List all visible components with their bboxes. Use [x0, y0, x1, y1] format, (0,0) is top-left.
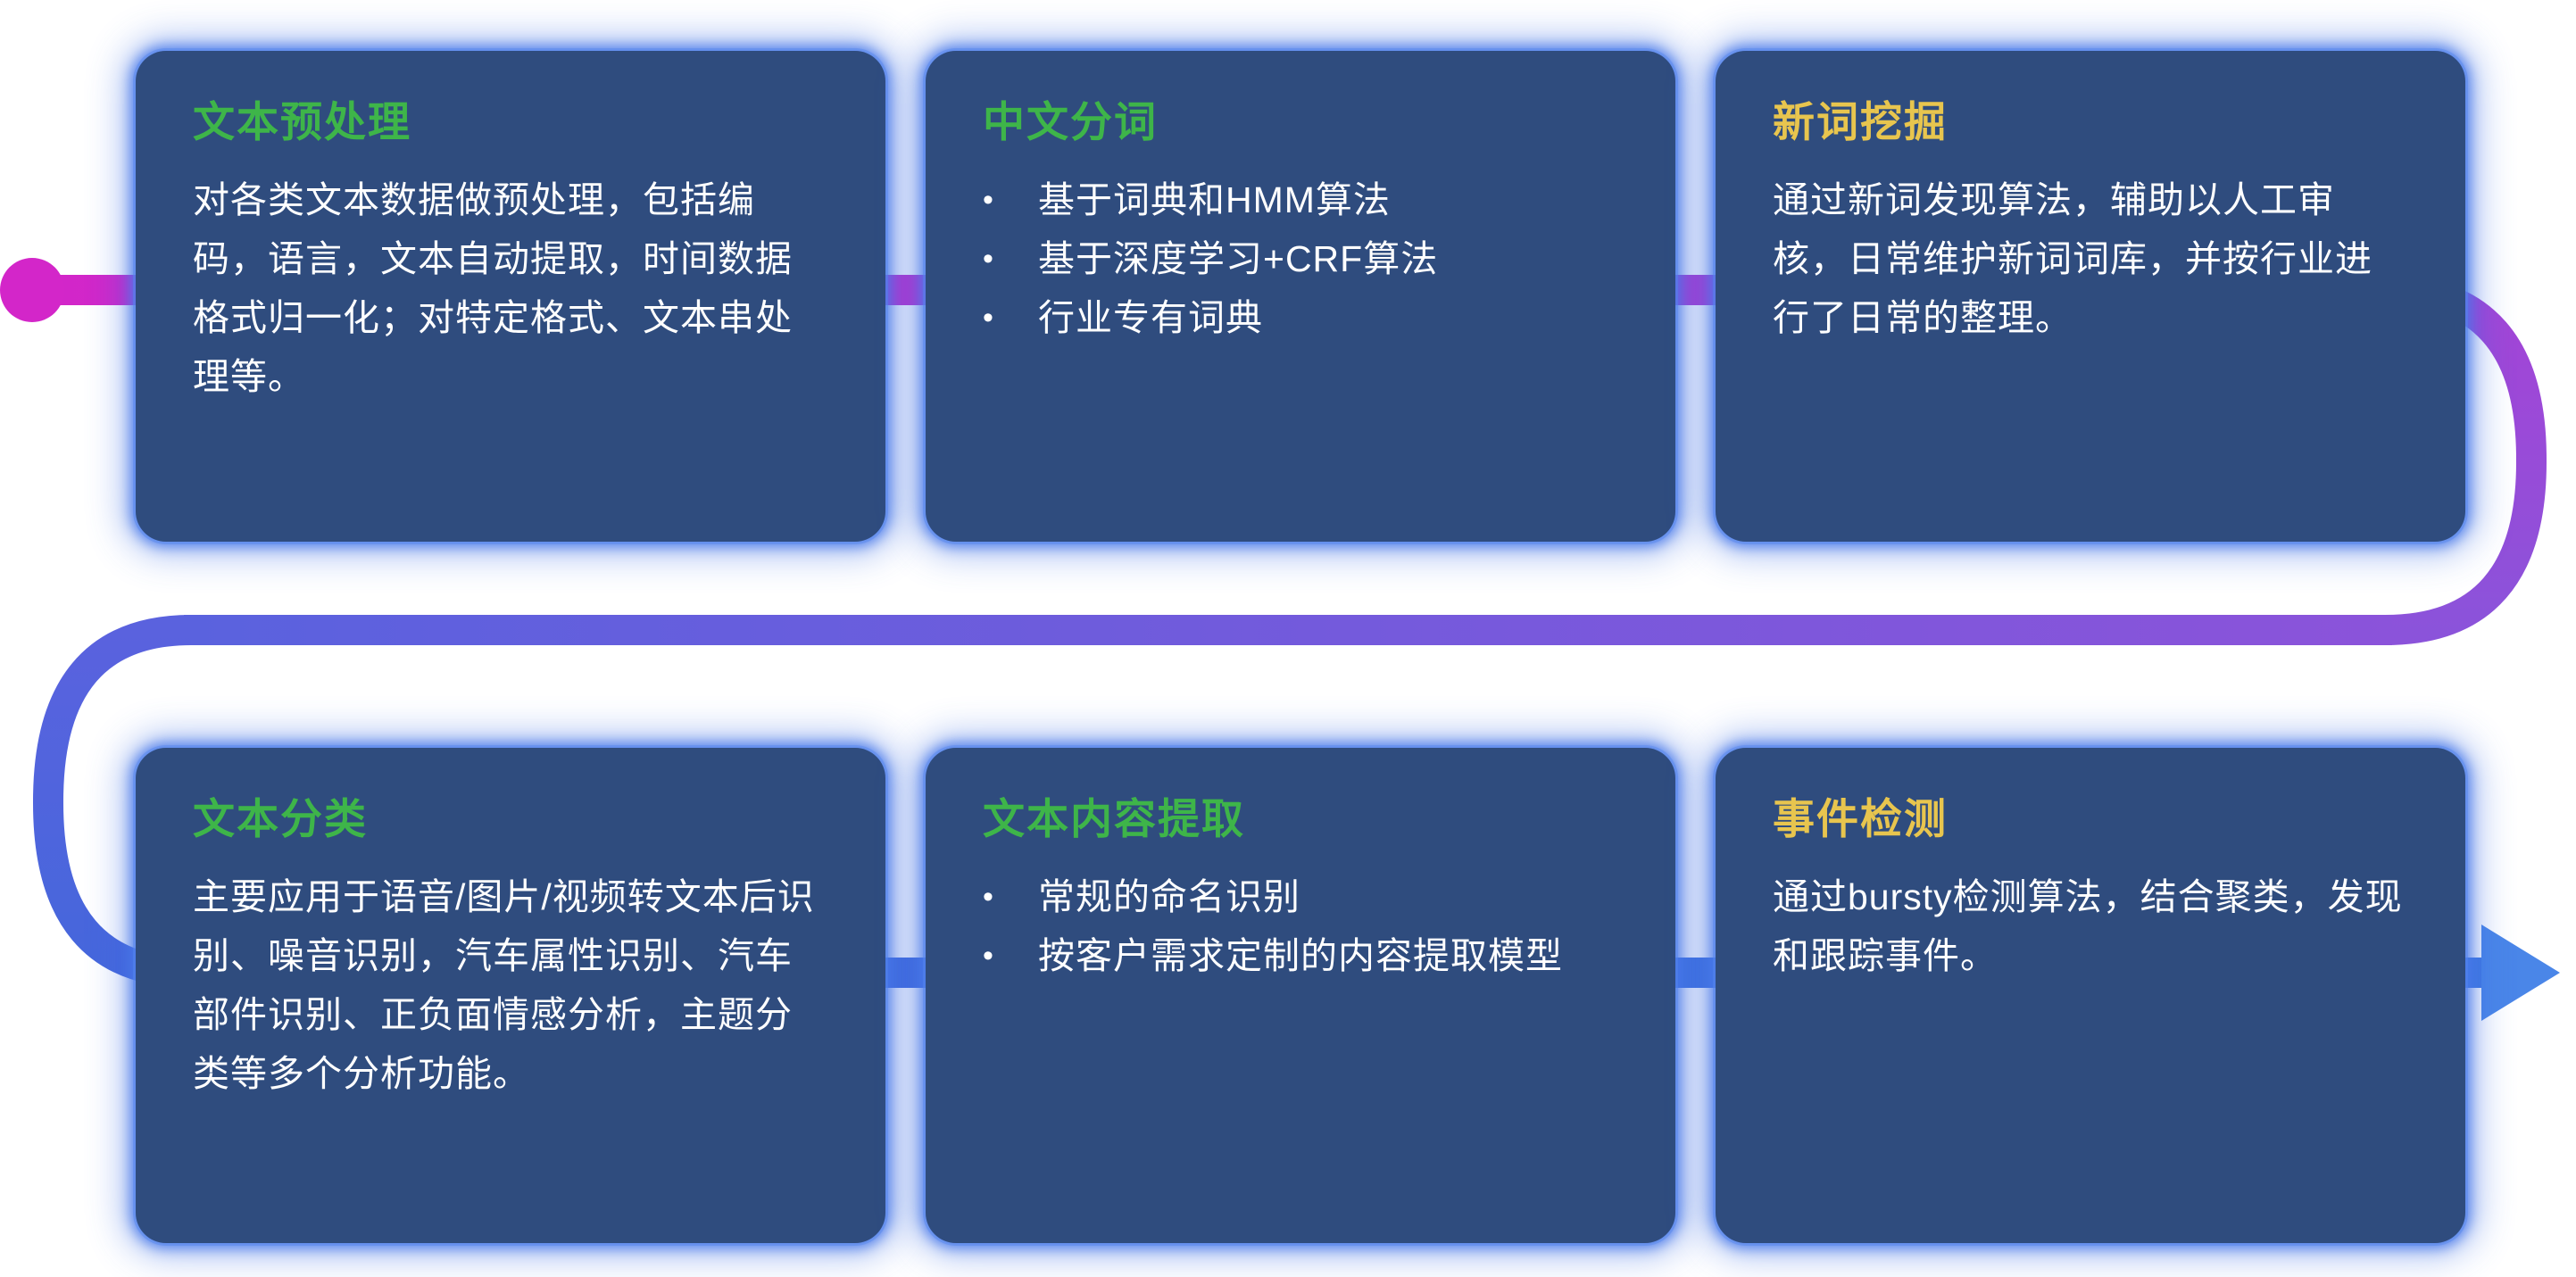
card-text-preprocessing: 文本预处理 对各类文本数据做预处理，包括编码，语言，文本自动提取，时间数据格式归… — [136, 51, 885, 542]
card-body: 通过新词发现算法，辅助以人工审核，日常维护新词词库，并按行业进行了日常的整理。 — [1773, 179, 2372, 339]
bullet-item: • 常规的命名识别 — [983, 867, 1618, 926]
card-body: 对各类文本数据做预处理，包括编码，语言，文本自动提取，时间数据格式归一化；对特定… — [193, 179, 793, 398]
card-body: 通过bursty检测算法，结合聚类，发现和跟踪事件。 — [1773, 876, 2403, 977]
bullet-item: • 基于深度学习+CRF算法 — [983, 229, 1618, 288]
flow-end-arrow-icon — [2481, 925, 2560, 1021]
bullet-item: • 按客户需求定制的内容提取模型 — [983, 926, 1618, 985]
bullet-dot-icon: • — [983, 183, 994, 218]
flow-start-dot-icon — [0, 258, 64, 322]
bullet-dot-icon: • — [983, 880, 994, 915]
bullet-item: • 基于词典和HMM算法 — [983, 170, 1618, 229]
card-body: 主要应用于语音/图片/视频转文本后识别、噪音识别，汽车属性识别、汽车部件识别、正… — [193, 876, 815, 1095]
flow-line-left-curve — [33, 615, 192, 988]
card-title: 文本内容提取 — [983, 795, 1245, 842]
card-chinese-word-segmentation: 中文分词 • 基于词典和HMM算法 • 基于深度学习+CRF算法 • 行业专有词… — [926, 51, 1675, 542]
bullet-text: 基于深度学习+CRF算法 — [1038, 238, 1439, 280]
card-bullet-list: • 基于词典和HMM算法 • 基于深度学习+CRF算法 • 行业专有词典 — [983, 170, 1618, 347]
bullet-text: 常规的命名识别 — [1038, 876, 1300, 918]
bullet-dot-icon: • — [983, 242, 994, 277]
bullet-text: 行业专有词典 — [1038, 297, 1263, 339]
card-text-classification: 文本分类 主要应用于语音/图片/视频转文本后识别、噪音识别，汽车属性识别、汽车部… — [136, 748, 885, 1243]
card-event-detection: 事件检测 通过bursty检测算法，结合聚类，发现和跟踪事件。 — [1716, 748, 2465, 1243]
bullet-dot-icon: • — [983, 301, 994, 336]
card-title: 文本分类 — [193, 795, 368, 842]
bullet-text: 按客户需求定制的内容提取模型 — [1038, 935, 1563, 977]
bullet-dot-icon: • — [983, 939, 994, 974]
card-title: 文本预处理 — [193, 98, 411, 145]
card-title: 中文分词 — [983, 98, 1158, 145]
card-new-word-mining: 新词挖掘 通过新词发现算法，辅助以人工审核，日常维护新词词库，并按行业进行了日常… — [1716, 51, 2465, 542]
card-bullet-list: • 常规的命名识别 • 按客户需求定制的内容提取模型 — [983, 867, 1618, 985]
card-title: 新词挖掘 — [1773, 98, 1948, 145]
card-title: 事件检测 — [1773, 795, 1948, 842]
bullet-item: • 行业专有词典 — [983, 288, 1618, 347]
card-text-content-extraction: 文本内容提取 • 常规的命名识别 • 按客户需求定制的内容提取模型 — [926, 748, 1675, 1243]
bullet-text: 基于词典和HMM算法 — [1038, 179, 1391, 221]
